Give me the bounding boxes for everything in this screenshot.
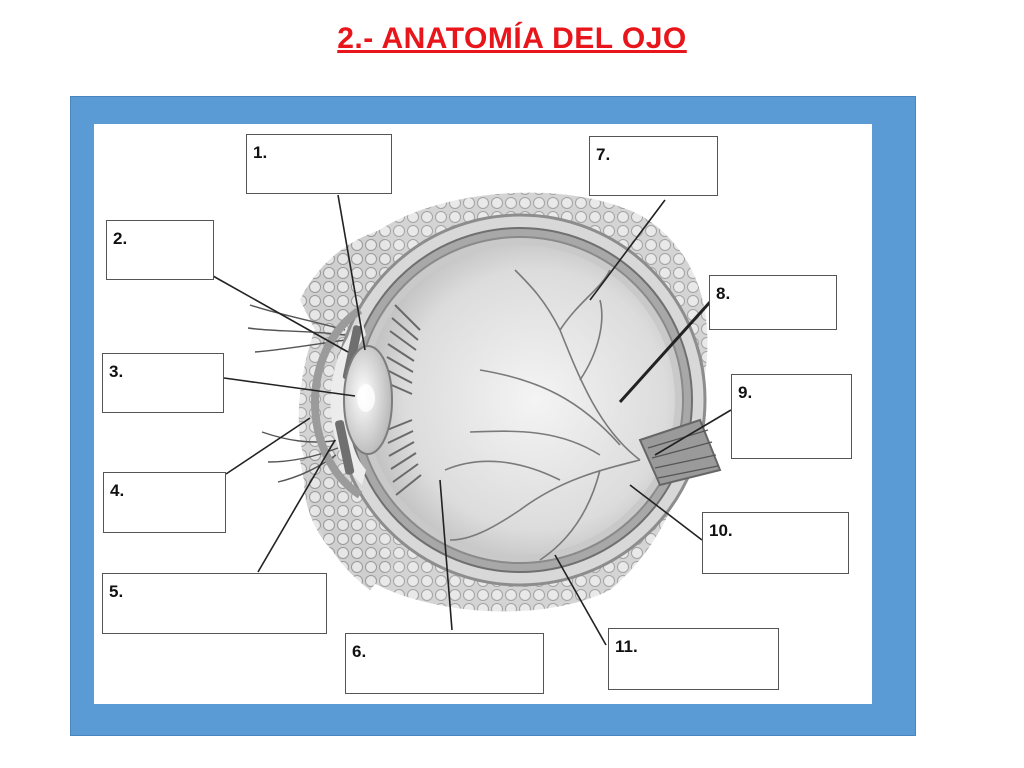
optic-nerve	[638, 418, 722, 487]
label-box-6[interactable]: 6.	[345, 633, 544, 694]
page-title: 2.- ANATOMÍA DEL OJO	[337, 22, 687, 55]
label-box-4[interactable]: 4.	[103, 472, 226, 533]
label-box-3[interactable]: 3.	[102, 353, 224, 413]
iris-upper	[342, 325, 362, 380]
cornea	[311, 306, 363, 499]
label-box-8[interactable]: 8.	[709, 275, 837, 330]
label-box-9[interactable]: 9.	[731, 374, 852, 459]
label-box-1[interactable]: 1.	[246, 134, 392, 194]
ciliary-body	[386, 304, 422, 496]
label-box-5[interactable]: 5.	[102, 573, 327, 634]
leader-lines	[212, 194, 732, 646]
iris-lower	[335, 420, 355, 475]
retinal-vessels	[444, 269, 641, 561]
label-box-7[interactable]: 7.	[589, 136, 718, 196]
label-box-11[interactable]: 11.	[608, 628, 779, 690]
label-box-10[interactable]: 10.	[702, 512, 849, 574]
label-box-2[interactable]: 2.	[106, 220, 214, 280]
vitreous-body	[365, 245, 675, 555]
